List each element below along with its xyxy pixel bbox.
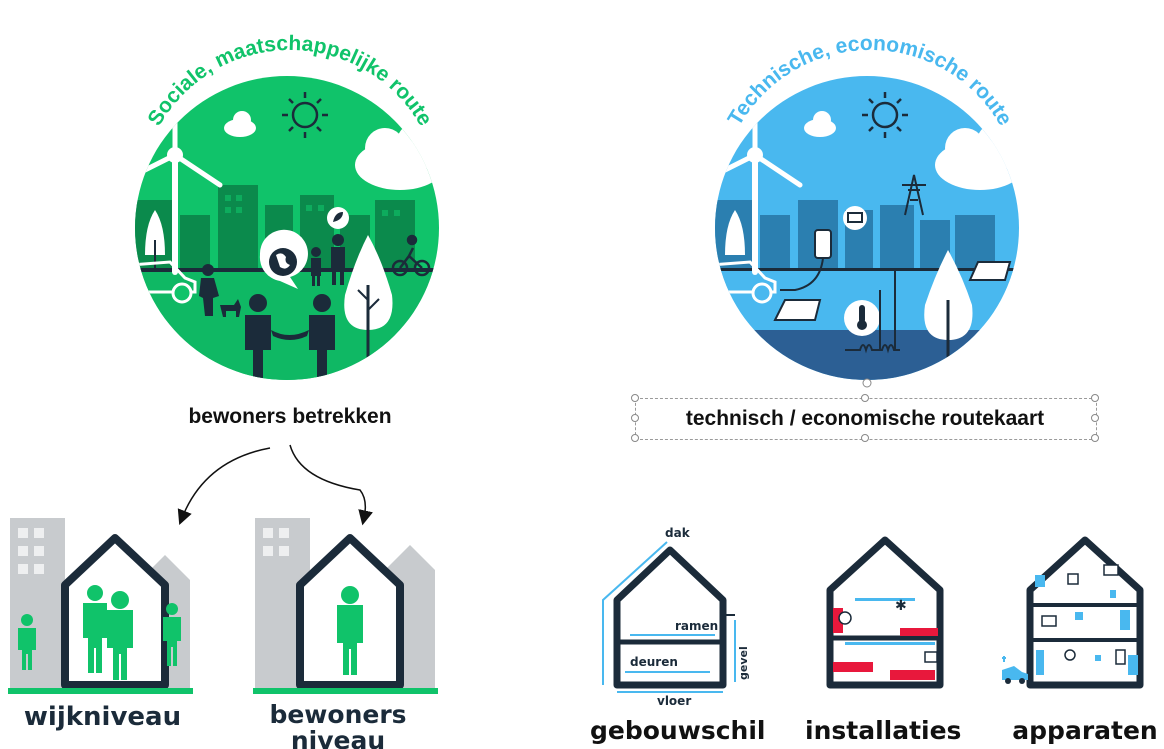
monitor-icon (1041, 615, 1057, 627)
windows-label: ramen (675, 619, 718, 633)
ground-bar (253, 688, 438, 694)
arrow-to-wijkniveau (177, 447, 271, 525)
installaties-label: installaties (805, 716, 962, 745)
resident-icon (337, 586, 363, 675)
thermometer-bubble-icon (844, 300, 880, 336)
fan-icon: ✱ (895, 597, 907, 613)
power-pylon-icon (902, 174, 926, 216)
wijkniveau-illustration (8, 518, 193, 694)
resize-handle-ml[interactable] (631, 414, 639, 422)
resize-handle-bm[interactable] (861, 434, 869, 442)
appliance-icon (1067, 573, 1079, 585)
fridge-icon (1115, 649, 1126, 665)
house-outline (613, 546, 727, 689)
bulb-icon (1064, 649, 1076, 661)
arrow-to-bewoners-niveau (289, 444, 373, 526)
apparaten-label: apparaten (1012, 716, 1158, 745)
tree-icon (725, 210, 745, 255)
facade-label: gevel (737, 646, 750, 680)
tree-icon (145, 210, 165, 270)
resize-handle-tl[interactable] (631, 394, 639, 402)
resize-handle-bl[interactable] (631, 434, 639, 442)
battery-bubble-icon (843, 206, 867, 230)
sun-icon (282, 92, 328, 138)
leaf-speech-bubble-icon (327, 207, 349, 229)
resize-handle-mr[interactable] (1091, 414, 1099, 422)
insulation-line (602, 541, 668, 685)
large-tree-icon (344, 235, 393, 360)
rotate-handle (862, 378, 872, 388)
people-group-icon (199, 234, 345, 380)
ground-bar (8, 688, 193, 694)
heating-pipes (845, 270, 900, 354)
technical-route-illustration: Technische, economische route (715, 32, 1019, 388)
doors-label: deuren (630, 655, 678, 669)
gebouwschil-label: gebouwschil (590, 716, 766, 745)
sun-icon (862, 92, 908, 138)
branch-arrows (177, 444, 373, 526)
cool-zone (855, 598, 915, 601)
floor-label: vloer (657, 694, 691, 708)
ev-charger-icon (780, 229, 832, 291)
house-outline (826, 536, 944, 689)
car-icon (1002, 656, 1028, 684)
heat-zone (833, 608, 843, 633)
gebouwschil-illustration: dak ramen deuren gevel vloer (602, 526, 750, 708)
wijkniveau-label: wijkniveau (23, 702, 182, 732)
residents-icon (18, 585, 181, 680)
appliance-blocks (1035, 575, 1138, 675)
apparaten-illustration (1002, 536, 1144, 689)
social-route-caption: bewoners betrekken (188, 405, 392, 428)
solar-icon (1103, 564, 1119, 576)
resize-handle-tr[interactable] (1091, 394, 1099, 402)
thermometer-icon (838, 611, 852, 625)
installaties-illustration: ✱ (826, 536, 944, 689)
social-route-illustration: Sociale, maatschappelijke route (135, 32, 439, 380)
radiator-icon (924, 651, 938, 663)
technical-route-caption[interactable]: technisch / economische routekaart (685, 407, 1045, 430)
resize-handle-br[interactable] (1091, 434, 1099, 442)
cyclist-icon (391, 234, 431, 277)
solar-panel-icon (773, 261, 1012, 321)
roof-label: dak (665, 526, 691, 540)
globe-speech-bubble-icon (259, 229, 308, 289)
bewoners-niveau-label: bewoners niveau (269, 702, 407, 749)
bewoners-niveau-illustration (253, 518, 438, 694)
resize-handle-tm[interactable] (861, 394, 869, 402)
